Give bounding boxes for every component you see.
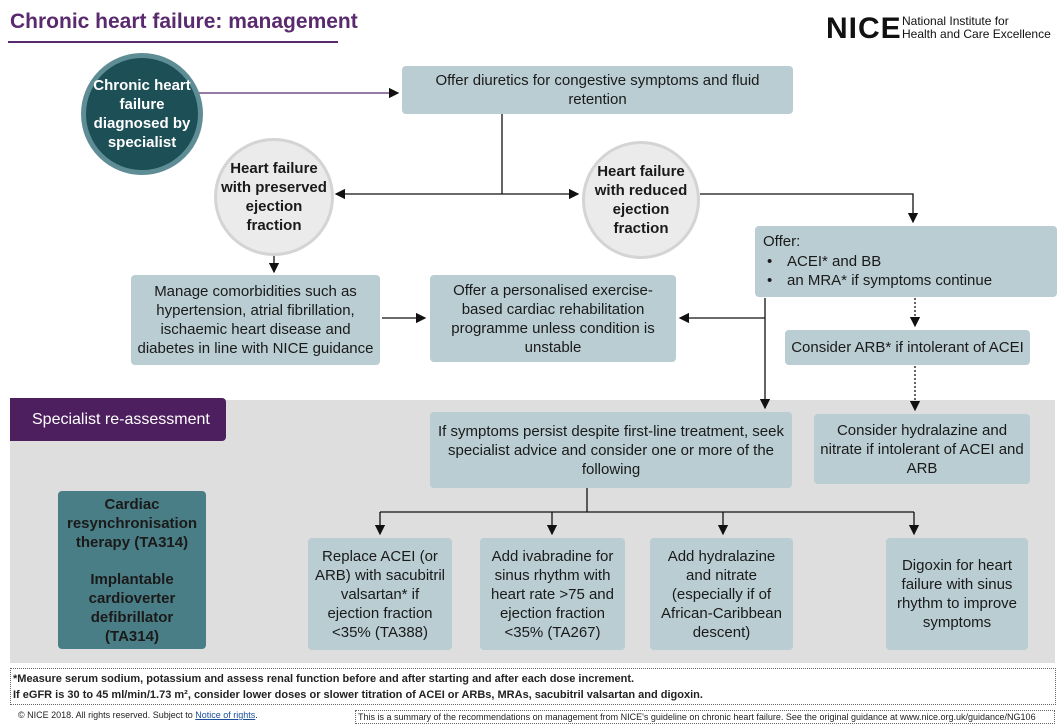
- reduced-ef-node: Heart failure with reduced ejection frac…: [582, 141, 700, 259]
- notice-of-rights-link[interactable]: Notice of rights: [195, 710, 256, 720]
- summary-note: This is a summary of the recommendations…: [355, 710, 1055, 724]
- sacubitril-box: Replace ACEI (or ARB) with sacubitril va…: [308, 538, 452, 650]
- rehab-box: Offer a personalised exercise-based card…: [430, 275, 676, 362]
- digoxin-box: Digoxin for heart failure with sinus rhy…: [886, 538, 1028, 650]
- nice-logo-subtitle: National Institute for Health and Care E…: [902, 15, 1060, 41]
- hydralazine-add-box: Add hydralazine and nitrate (especially …: [650, 538, 793, 650]
- ivabradine-box: Add ivabradine for sinus rhythm with hea…: [480, 538, 625, 650]
- arb-box: Consider ARB* if intolerant of ACEI: [785, 330, 1030, 365]
- footnote: *Measure serum sodium, potassium and ass…: [10, 668, 1056, 705]
- offer-title: Offer:: [763, 233, 801, 250]
- icd-text: Implantable cardioverter defibrillator (…: [88, 570, 176, 645]
- crt-icd-box: Cardiac resynchronisation therapy (TA314…: [58, 491, 206, 649]
- comorbidities-box: Manage comorbidities such as hypertensio…: [131, 275, 380, 365]
- preserved-ef-node: Heart failure with preserved ejection fr…: [214, 138, 334, 256]
- title-underline: [8, 41, 338, 43]
- offer-list: ACEI* and BB an MRA* if symptoms continu…: [763, 252, 992, 290]
- start-node-diagnosed: Chronic heart failure diagnosed by speci…: [81, 53, 203, 175]
- crt-text: Cardiac resynchronisation therapy (TA314…: [66, 495, 198, 551]
- page-title: Chronic heart failure: management: [10, 10, 358, 33]
- offer-box: Offer: ACEI* and BB an MRA* if symptoms …: [755, 226, 1057, 297]
- offer-item-acei-bb: ACEI* and BB: [763, 252, 992, 271]
- footnote-line2: If eGFR is 30 to 45 ml/min/1.73 m², cons…: [13, 689, 703, 701]
- nice-logo-subtitle-line1: National Institute for: [902, 14, 1009, 28]
- offer-item-mra: an MRA* if symptoms continue: [763, 271, 992, 290]
- footnote-line1: *Measure serum sodium, potassium and ass…: [13, 673, 635, 685]
- specialist-reassessment-label: Specialist re-assessment: [10, 398, 226, 441]
- copyright-text: © NICE 2018. All rights reserved. Subjec…: [18, 710, 193, 720]
- arrow-reduced-to-offer: [700, 193, 919, 224]
- nice-logo-subtitle-line2: Health and Care Excellence: [902, 27, 1051, 41]
- copyright-notice: © NICE 2018. All rights reserved. Subjec…: [18, 710, 258, 720]
- persist-box: If symptoms persist despite first-line t…: [430, 412, 792, 488]
- diuretics-box: Offer diuretics for congestive symptoms …: [402, 66, 793, 114]
- nice-logo: NICE: [826, 12, 902, 45]
- hydralazine-consider-box: Consider hydralazine and nitrate if into…: [814, 414, 1030, 484]
